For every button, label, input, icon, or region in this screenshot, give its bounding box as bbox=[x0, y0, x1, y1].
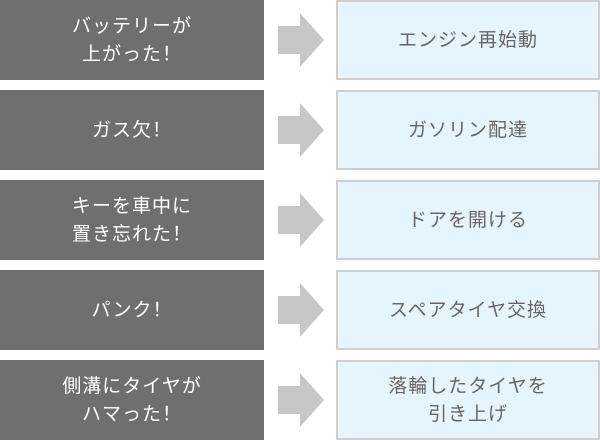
problem-box: バッテリーが 上がった！ bbox=[0, 0, 264, 80]
flow-row: パンク！ スペアタイヤ交換 bbox=[0, 270, 600, 350]
flow-row: バッテリーが 上がった！ エンジン再始動 bbox=[0, 0, 600, 80]
problem-box: パンク！ bbox=[0, 270, 264, 350]
right-arrow-icon bbox=[278, 13, 324, 67]
right-arrow-icon bbox=[278, 373, 324, 427]
solution-box: スペアタイヤ交換 bbox=[336, 270, 600, 350]
solution-box: エンジン再始動 bbox=[336, 0, 600, 80]
right-arrow-icon bbox=[278, 193, 324, 247]
problem-box: 側溝にタイヤが ハマった！ bbox=[0, 360, 264, 440]
problem-box: ガス欠！ bbox=[0, 90, 264, 170]
right-arrow-icon bbox=[278, 283, 324, 337]
solution-box: 落輪したタイヤを 引き上げ bbox=[336, 360, 600, 440]
flow-row: 側溝にタイヤが ハマった！ 落輪したタイヤを 引き上げ bbox=[0, 360, 600, 440]
solution-box: ガソリン配達 bbox=[336, 90, 600, 170]
right-arrow-icon bbox=[278, 103, 324, 157]
solution-box: ドアを開ける bbox=[336, 180, 600, 260]
problem-box: キーを車中に 置き忘れた！ bbox=[0, 180, 264, 260]
flow-row: キーを車中に 置き忘れた！ ドアを開ける bbox=[0, 180, 600, 260]
flow-row: ガス欠！ ガソリン配達 bbox=[0, 90, 600, 170]
